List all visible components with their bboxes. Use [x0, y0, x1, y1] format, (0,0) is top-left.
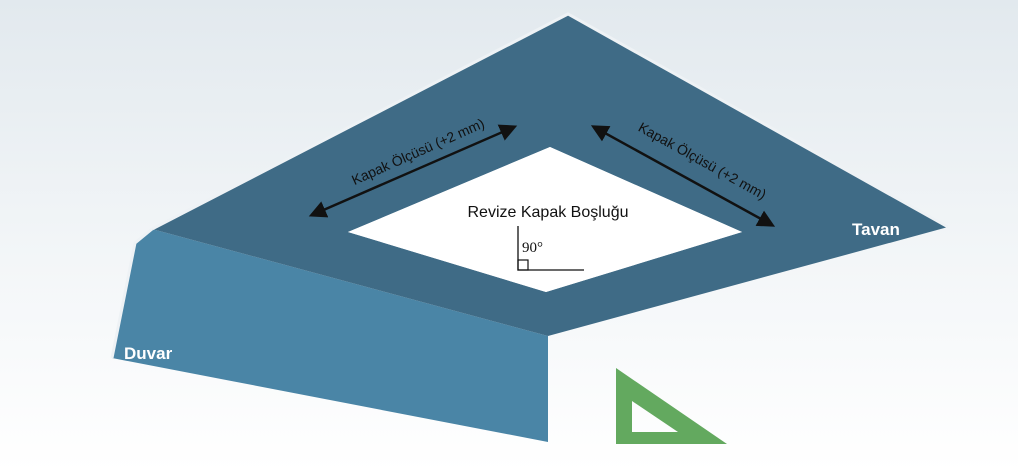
wall-edge-highlight: [110, 227, 153, 359]
ceiling-label: Tavan: [852, 220, 900, 239]
ceiling-face: [152, 14, 948, 336]
double-arrow-icon: [590, 125, 776, 227]
angle-label: 90°: [522, 240, 543, 256]
access-opening: [348, 147, 742, 292]
double-arrow-icon: [308, 124, 518, 218]
ceiling: [151, 12, 949, 336]
right-angle-icon: [517, 226, 584, 271]
wall-label: Duvar: [124, 344, 173, 363]
opening-label: Revize Kapak Boşluğu: [468, 204, 629, 221]
wall: [110, 227, 548, 442]
wall-face: [112, 229, 548, 442]
set-square-icon: [616, 368, 727, 444]
ceiling-edge-highlight: [151, 12, 949, 231]
